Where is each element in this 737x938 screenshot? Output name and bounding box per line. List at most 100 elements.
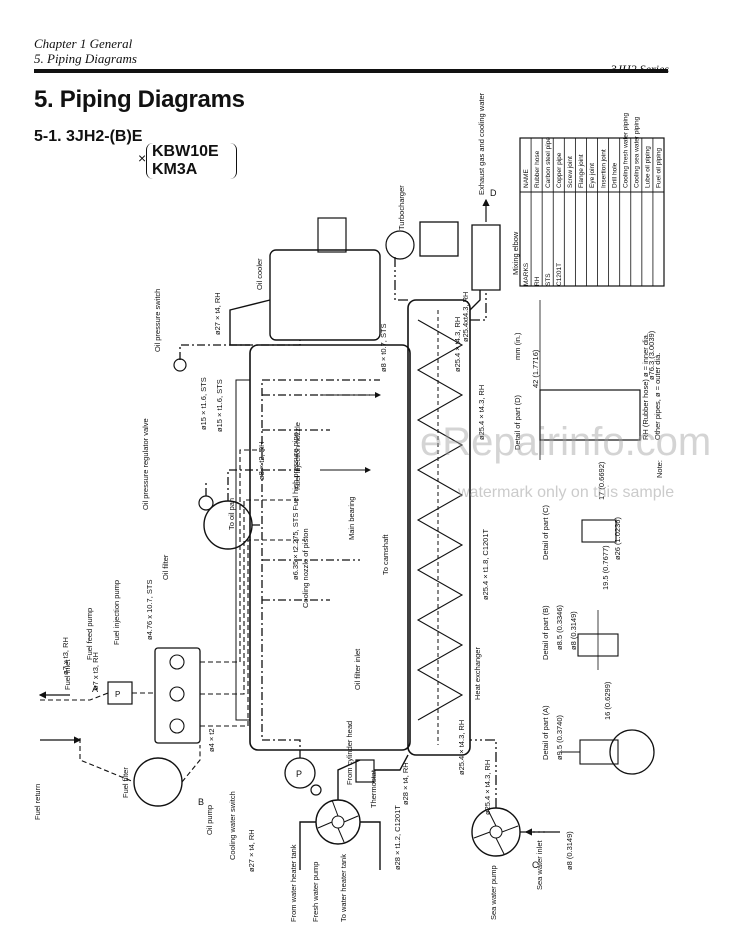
lube-oil-feed [179,340,301,526]
sea-water-pump [471,807,521,857]
oil-pump-p: P [296,769,302,779]
note-block: Note: RH (Rubber hose) ø = inner dia. Ot… [641,333,664,478]
turbo-housing [385,230,415,260]
legend-name: Insertion joint [600,149,607,188]
label-turbocharger: Turbocharger [397,185,406,230]
legend-name: Cooling sea water piping [634,116,641,188]
label-fresh-water-pump: Fresh water pump [311,862,320,922]
label-pipe-8x12: ø8 × t2, RH [257,441,266,480]
legend-mark: STS [545,273,552,286]
injection-element-1 [169,654,185,670]
mark-b: B [198,797,204,807]
detail-a-dim2: ø8 (0.3149) [565,831,574,870]
thermostat-housing [355,759,375,783]
mark-d: D [490,188,497,198]
label-main-bearing: Main bearing [347,497,356,540]
fresh-water-pump-hub [331,815,345,829]
engine-side-gallery [235,379,251,721]
legend-name: Eye joint [589,163,596,188]
detail-a-flange [609,729,655,775]
legend-mark: C1201T [556,263,563,286]
legend-name: Drill hole [611,162,618,188]
mark-c: C [532,860,539,870]
heat-exchanger [407,299,471,756]
label-to-oil-pan: To oil pan [227,498,236,530]
label-from-cylinder-head: From cylinder head [345,721,354,785]
label-sea-water-inlet: Sea water inlet [535,839,544,890]
label-fuel-high-pressure-pipe: ø6.35 × t2.275, STS Fuel high pressure p… [291,432,300,580]
label-pipe-254x43-d: ø25.4xt4.3, RH [461,292,470,342]
variant-1: KBW10E [152,143,219,160]
section-label: 5. Piping Diagrams [34,51,137,66]
label-mixing-elbow: Mixing elbow [511,231,520,275]
legend-name: Screw joint [567,156,574,188]
detail-d-dim2: ø76.3 (3.0039) [647,330,656,380]
oil-cooler-cap [317,217,347,253]
detail-a-title: Detail of part (A) [541,705,550,760]
injection-element-2 [169,686,185,702]
oil-cooler [269,249,381,341]
cooling-water-switch [310,784,322,796]
legend-border [519,137,665,287]
label-pipe-254x43-e: ø25.4 × t4.3, RH [453,317,462,372]
label-thermostat: Thermostat [369,769,378,808]
header-rule [34,69,668,73]
times-sign: × [138,150,147,166]
left-bracket [146,143,153,179]
label-pipe-7x3-b: ø7 x t3, RH [91,652,100,690]
label-fuel-filter: Fuel filter [121,767,130,798]
note-line1: RH (Rubber hose) ø = inner dia. [641,333,650,440]
label-pipe-27x4-top: ø27 × t4, RH [213,292,222,335]
chapter-heading: Chapter 1 General 5. Piping Diagrams [34,36,137,66]
injection-element-3 [169,718,185,734]
label-pipe-15x16-a: ø15 × t1.6, STS [199,377,208,430]
detail-d-title: Detail of part (D) [513,394,522,450]
legend-mark: RH [534,276,541,286]
legend-name: Cooling fresh water piping [622,112,629,188]
detail-unit: mm (in.) [513,332,522,360]
mixing-elbow [471,224,501,291]
label-sea-water-pump: Sea water pump [489,865,498,920]
detail-c-fitting [581,519,617,543]
label-from-water-heater-tank: From water heater tank [289,844,298,922]
detail-b-dim2: ø8 (0.3149) [569,611,578,650]
turbocharger [419,221,459,257]
fuel-injection-pump [154,647,201,744]
label-pipe-254x43-c: ø25.4 × t4.3, RH [477,385,486,440]
note-label: Note: [655,460,664,478]
detail-c-title: Detail of part (C) [541,504,550,560]
detail-b-dim1: ø8.5 (0.3346) [555,604,564,650]
label-fuel-inlet: Fuel inlet [63,659,72,690]
legend-name: Carbon steel pipe [545,137,552,188]
label-exhaust-gas: Exhaust gas and cooling water [477,92,486,195]
label-pipe-476: ø4.76 x 10.7, STS [145,580,154,640]
label-pipe-254x18: ø25.4 × t1.8, C1201T [481,528,490,600]
label-pipe-8x07: ø8 × t0.7, STS [379,323,388,372]
label-oil-pressure-regulator-valve: Oil pressure regulator valve [141,418,150,510]
lube-oil-piping [261,379,380,758]
label-cooling-water-switch: Cooling water switch [228,791,237,860]
label-oil-pump: Oil pump [205,805,214,835]
oil-pressure-switch [173,358,187,372]
label-cooling-nozzle: Cooling nozzle of piston [301,528,310,608]
legend-name: NAME [523,169,530,188]
label-pipe-4x12: ø4 × t2 [207,728,216,752]
note-line2: Other pipes, ø = outer dia. [653,353,662,440]
legend-name: Flange joint [578,154,585,188]
label-oil-filter-inlet: Oil filter inlet [353,648,362,690]
label-oil-filter: Oil filter [161,554,170,580]
label-heat-exchanger: Heat exchanger [473,647,482,700]
chapter-label: Chapter 1 General [34,36,133,51]
label-oil-pressure-switch: Oil pressure switch [153,289,162,352]
fresh-water-impeller [317,799,359,843]
label-pipe-28x12: ø28 × t1.2, C1201T [393,805,402,870]
detail-b: Detail of part (B) ø8.5 (0.3346) ø8 (0.3… [541,545,619,670]
mark-a: A [92,684,98,694]
detail-d-dim1: 42 (1.7716) [531,349,540,388]
detail-c-dim2: 17 (0.6692) [597,461,606,500]
legend-name: Copper pipe [556,152,563,188]
label-pipe-27x4-rh: ø27 × t4, RH [247,829,256,872]
label-fuel-return: Fuel return [33,784,42,820]
label-fuel-injection-pump: Fuel injection pump [112,580,121,645]
